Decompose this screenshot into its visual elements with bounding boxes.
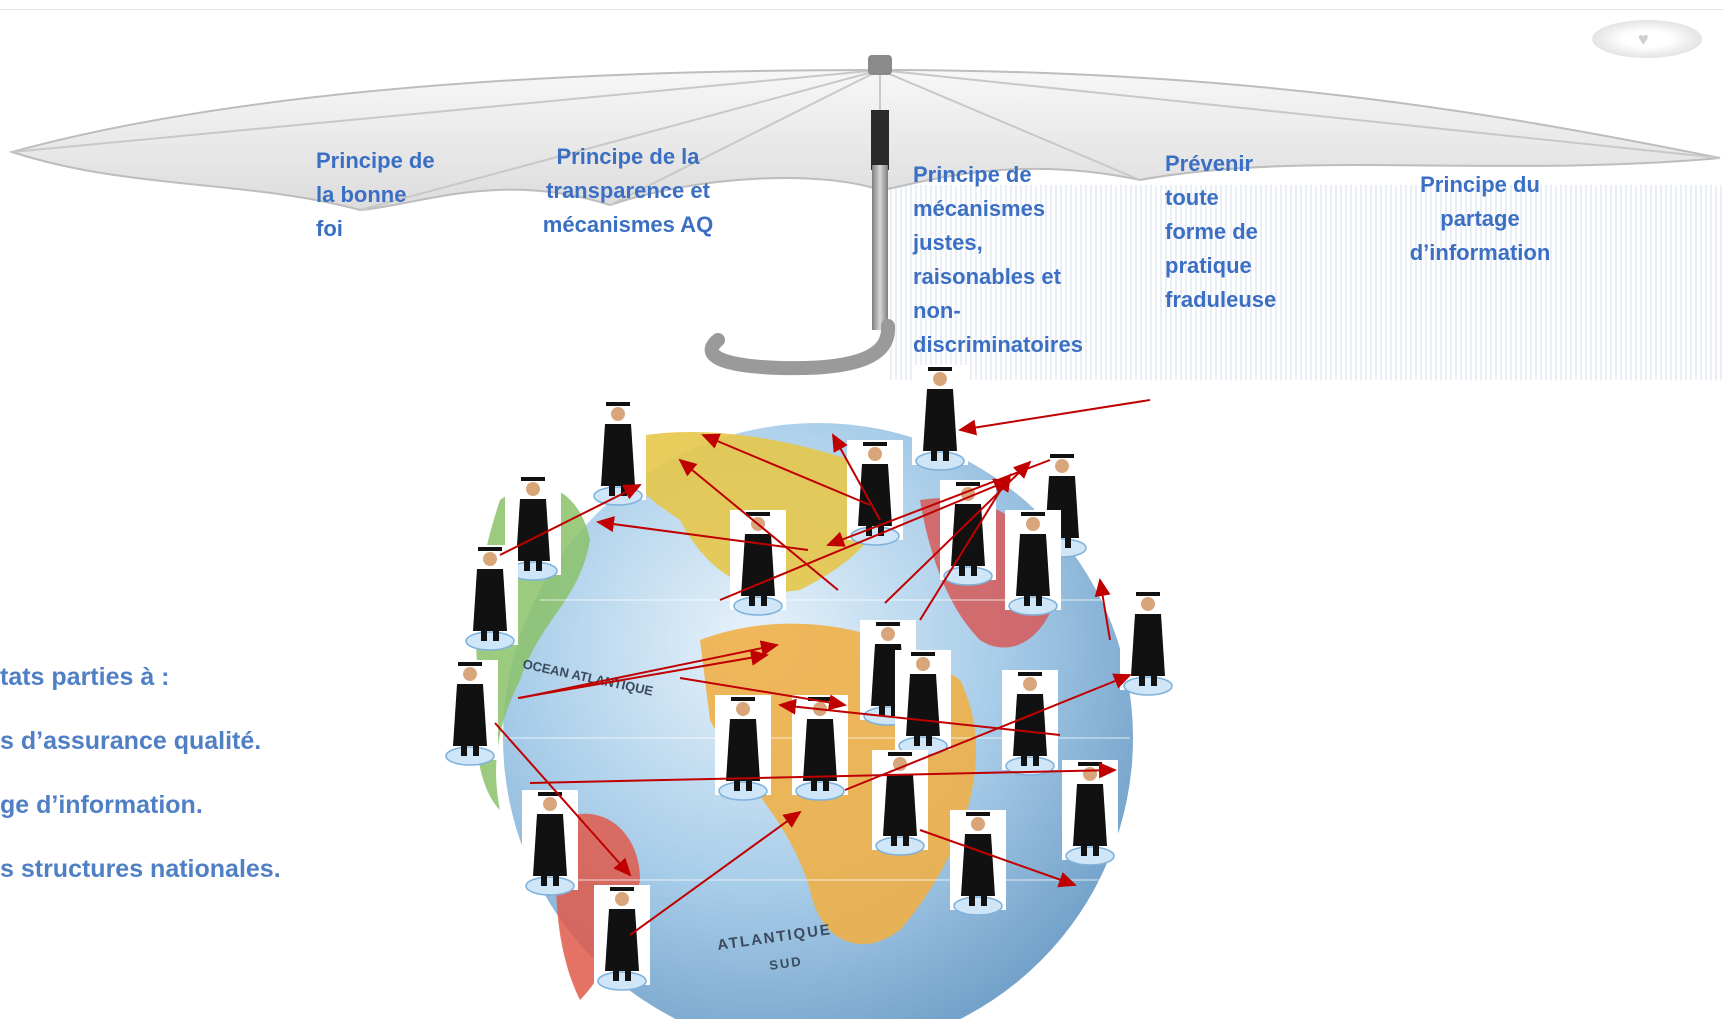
exchange-arrow [499,484,642,556]
stripe-panel [890,185,1724,380]
exchange-arrows [494,399,1151,936]
exchange-arrow [832,433,881,521]
graduate-icon [939,479,997,586]
heart-icon[interactable]: ♥ [1592,20,1702,58]
exchange-arrow [919,829,1077,888]
umbrella-shaft [872,165,888,330]
graduate-icon [714,694,772,801]
top-border [0,9,1724,10]
exchange-arrow [701,433,871,506]
exchange-arrow [719,478,1012,601]
umbrella-handle [704,319,896,376]
exchange-arrow [596,516,809,551]
exchange-arrow [778,698,1061,736]
graduate-icon [846,439,904,546]
graduate-icon [894,649,952,756]
graduate-icon [871,749,929,856]
exchange-arrow [884,460,1032,604]
exchange-arrow [1094,578,1111,641]
graduate-icon [593,884,651,991]
graduate-icon [1119,589,1177,696]
bullet-line-1: tats parties à : [0,663,170,691]
graduate-icon [461,544,519,651]
exchange-arrow [519,640,779,699]
graduate-icon [949,809,1007,916]
umbrella-top [868,55,892,75]
graduate-icon [1061,759,1119,866]
exchange-arrow [844,673,1132,791]
exchange-arrow [679,677,847,711]
exchange-arrow [919,473,1012,621]
sud-label: SUD [768,953,803,973]
bullet-line-3: ge d’information. [0,791,203,819]
bullet-line-4: s structures nationales. [0,855,281,883]
exchange-arrow [958,399,1151,436]
graduate-icon [441,659,499,766]
graduate-icon [589,399,647,506]
graduate-icon [729,509,787,616]
exchange-arrow [629,810,802,936]
umbrella-canopy [8,68,1721,212]
exchange-arrow [678,458,839,591]
umbrella-ferrule [871,110,889,170]
graduate-icon [1004,509,1062,616]
umbrella-icon [8,55,1721,376]
graduate-icon [911,364,969,471]
bullet-line-2: s d’assurance qualité. [0,727,262,755]
exchange-arrow [494,722,632,877]
exchange-arrow [529,762,1117,784]
